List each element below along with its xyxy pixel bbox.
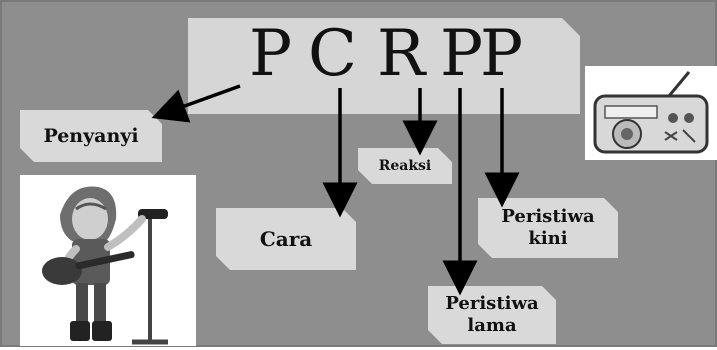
peristiwa-kini-box: Peristiwa kini: [478, 198, 618, 258]
acronym-box: [188, 18, 580, 114]
cara-label: Cara: [259, 227, 313, 251]
letter-p3: P: [480, 17, 524, 91]
letter-c: C: [308, 17, 357, 91]
reaksi-label: Reaksi: [378, 157, 432, 174]
radio-illustration: [593, 71, 709, 154]
peristiwa-kini-line2: kini: [528, 228, 568, 249]
peristiwa-lama-line1: Peristiwa: [445, 293, 539, 315]
peristiwa-lama-box: Peristiwa lama: [428, 286, 556, 344]
penyanyi-box: Penyanyi: [20, 110, 162, 162]
peristiwa-kini-line1: Peristiwa: [501, 206, 595, 228]
radio-image: [585, 66, 717, 160]
penyanyi-label: Penyanyi: [43, 124, 139, 147]
letter-r: R: [377, 17, 426, 91]
peristiwa-lama-line2: lama: [467, 315, 517, 336]
arrow-to-penyanyi: [151, 84, 241, 123]
singer-illustration: [42, 186, 168, 345]
letter-p2: P: [440, 17, 484, 91]
cara-box: Cara: [216, 208, 356, 270]
letter-p1: P: [249, 17, 293, 91]
singer-image: [20, 175, 196, 346]
